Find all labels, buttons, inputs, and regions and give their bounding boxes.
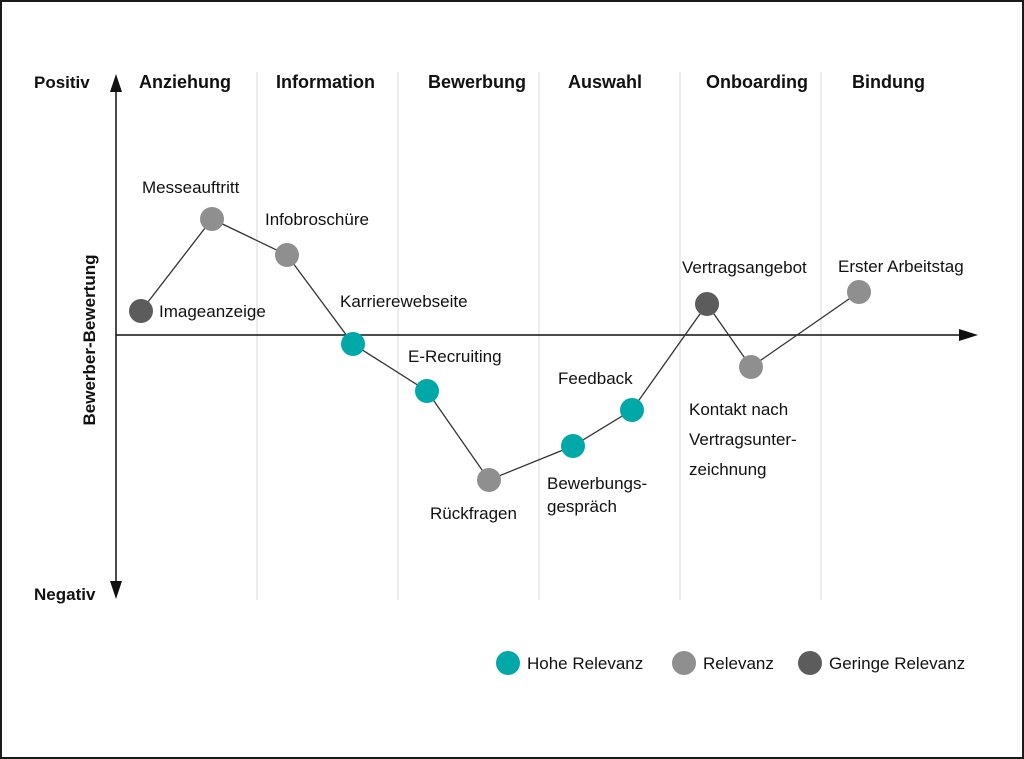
touchpoint-marker [847,280,871,304]
touchpoint-label: Feedback [558,369,633,388]
touchpoint-marker [129,299,153,323]
touchpoint-label: Erster Arbeitstag [838,257,964,276]
touchpoint-marker [341,332,365,356]
touchpoint-marker [200,207,224,231]
touchpoint-label: zeichnung [689,460,767,479]
touchpoint-label: Bewerbungs- [547,474,647,493]
phase-label: Auswahl [568,72,642,92]
touchpoint-label: Karrierewebseite [340,292,468,311]
legend: Hohe Relevanz Relevanz Geringe Relevanz [496,651,965,675]
touchpoint-marker [620,398,644,422]
x-axis-arrow-right [959,329,978,341]
axis-bottom-label: Negativ [34,585,96,604]
touchpoint-label: gespräch [547,497,617,516]
y-axis-arrow-down [110,581,122,599]
touchpoint-marker [477,468,501,492]
legend-swatch [672,651,696,675]
touchpoint-label: E-Recruiting [408,347,502,366]
phase-label: Anziehung [139,72,231,92]
point-labels: Imageanzeige MesseauftrittInfobroschüreKa… [142,178,964,523]
y-axis-arrow-up [110,74,122,92]
touchpoint-label: Infobroschüre [265,210,369,229]
phase-label: Bewerbung [428,72,526,92]
phase-label: Onboarding [706,72,808,92]
touchpoint-label: Messeauftritt [142,178,240,197]
legend-label: Hohe Relevanz [527,654,643,673]
touchpoint-label: Vertragsangebot [682,258,807,277]
point-markers [129,207,871,492]
touchpoint-label: Imageanzeige [159,302,266,321]
touchpoint-marker [275,243,299,267]
axis-top-label: Positiv [34,73,90,92]
touchpoint-label: Kontakt nach [689,400,788,419]
touchpoint-marker [561,434,585,458]
legend-swatch [496,651,520,675]
phase-dividers [256,72,822,600]
legend-label: Relevanz [703,654,774,673]
touchpoint-label: Rückfragen [430,504,517,523]
touchpoint-marker [415,379,439,403]
phase-label: Information [276,72,375,92]
touchpoint-label: Vertragsunter- [689,430,797,449]
phase-label: Bindung [852,72,925,92]
legend-swatch [798,651,822,675]
touchpoint-marker [695,292,719,316]
y-axis-title: Bewerber-Bewertung [80,255,99,426]
legend-label: Geringe Relevanz [829,654,965,673]
phase-labels: Anziehung Information Bewerbung Auswahl Onbo… [139,72,925,92]
touchpoint-marker [739,355,763,379]
